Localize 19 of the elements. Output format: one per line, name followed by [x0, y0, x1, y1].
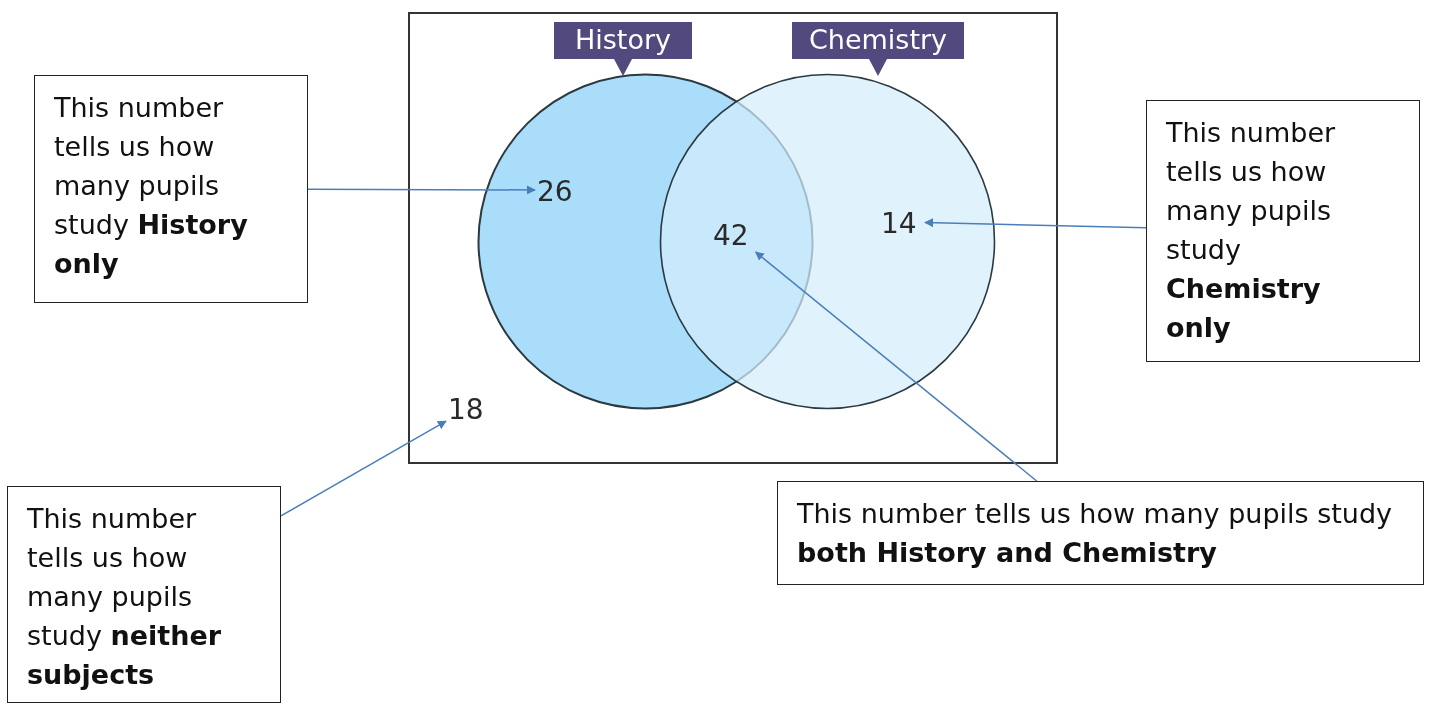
callout-text: This number tells us how many pupils study both History and Chemistry	[797, 497, 1394, 570]
callout-box	[777, 481, 1424, 585]
count-number: 18	[448, 394, 494, 426]
arrow	[924, 218, 1147, 229]
callout-box	[34, 75, 308, 303]
set-label-tag: Chemistry	[792, 22, 964, 78]
callout-text: This number tells us how many pupils study neither subjects	[27, 502, 222, 692]
arrow	[280, 420, 447, 517]
count-number: 42	[713, 220, 759, 252]
arrow	[307, 185, 536, 195]
count-number: 26	[537, 176, 583, 208]
callout-text: This number tells us how many pupils study History only	[54, 91, 249, 281]
callout-text: This number tells us how many pupils study Chemistry only	[1166, 116, 1337, 345]
set-label-tag: History	[554, 22, 692, 78]
callout-box	[1146, 100, 1420, 362]
count-number: 14	[881, 208, 927, 240]
callout-box	[7, 486, 281, 703]
universal-set-frame	[408, 12, 1058, 464]
arrow	[754, 251, 1038, 482]
